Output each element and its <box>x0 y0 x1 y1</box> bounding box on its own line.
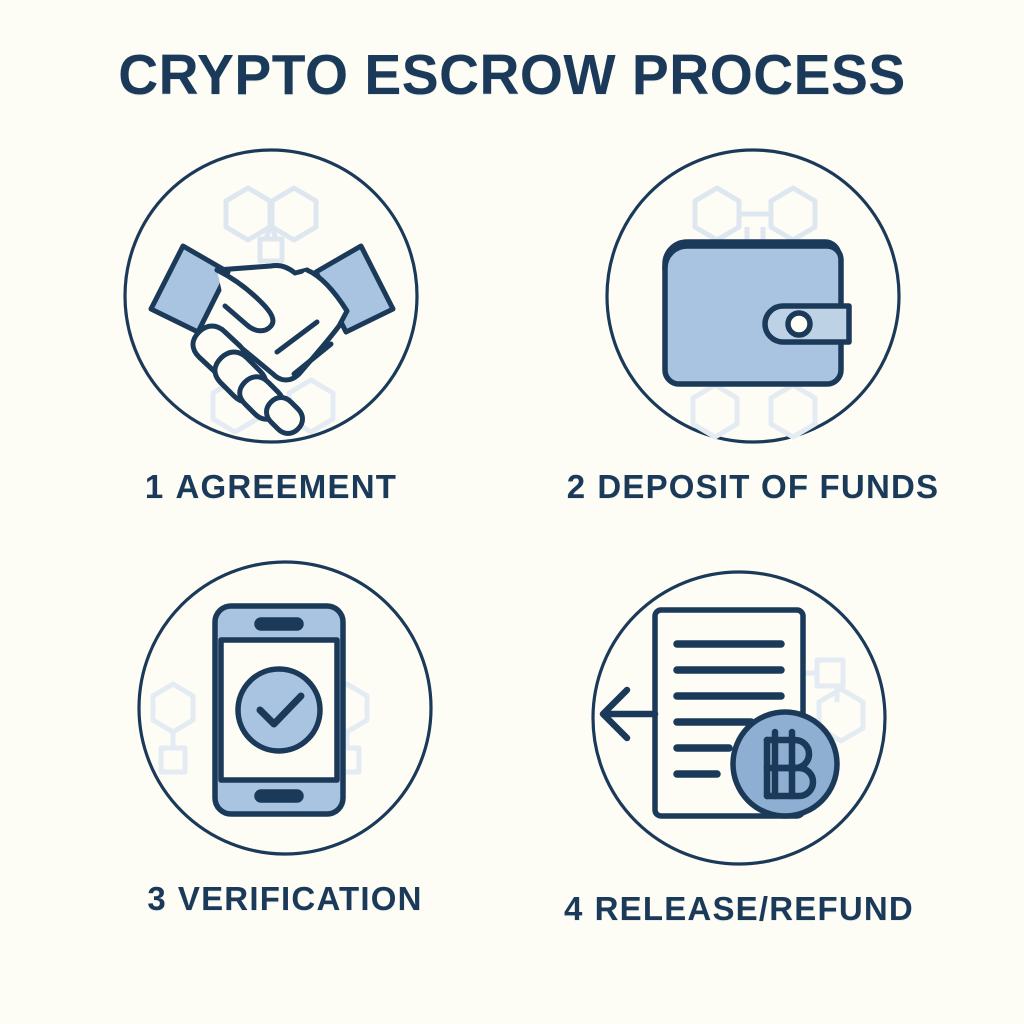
step-number: 1 <box>144 468 165 505</box>
hexagon-network-decoration <box>223 185 319 264</box>
step-card-agreement: 1 AGREEMENT <box>56 146 486 566</box>
handshake-icon <box>121 146 421 446</box>
steps-grid: 1 AGREEMENT <box>0 140 1024 1000</box>
hexagon-network-decoration <box>692 185 818 243</box>
step-number: 3 <box>147 880 167 917</box>
step-label-release-refund: 4 RELEASE/REFUND <box>524 890 954 928</box>
step-label-deposit: 2 DEPOSIT OF FUNDS <box>538 468 968 506</box>
step-number: 4 <box>564 890 584 927</box>
return-arrow-icon <box>599 686 659 742</box>
step-label-agreement: 1 AGREEMENT <box>56 468 486 506</box>
bitcoin-coin-icon <box>730 709 840 819</box>
step-title: DEPOSIT OF FUNDS <box>597 468 940 505</box>
step-label-verification: 3 VERIFICATION <box>70 880 500 918</box>
step-title: VERIFICATION <box>177 880 423 917</box>
step-number: 2 <box>566 468 587 505</box>
step-card-verification: 3 VERIFICATION <box>70 558 500 978</box>
page-title: CRYPTO ESCROW PROCESS <box>118 43 906 107</box>
hexagon-network-decoration-left <box>150 681 196 775</box>
step-card-deposit: 2 DEPOSIT OF FUNDS <box>538 146 968 566</box>
wallet-icon <box>603 146 903 446</box>
step-card-release-refund: 4 RELEASE/REFUND <box>524 568 954 988</box>
step-title: RELEASE/REFUND <box>594 890 914 927</box>
smartphone-check-icon <box>135 558 435 858</box>
hexagon-network-decoration-lower <box>690 382 818 440</box>
document-text-lines <box>673 640 785 778</box>
document-bitcoin-arrow-icon <box>589 568 889 868</box>
step-title: AGREEMENT <box>175 468 398 505</box>
